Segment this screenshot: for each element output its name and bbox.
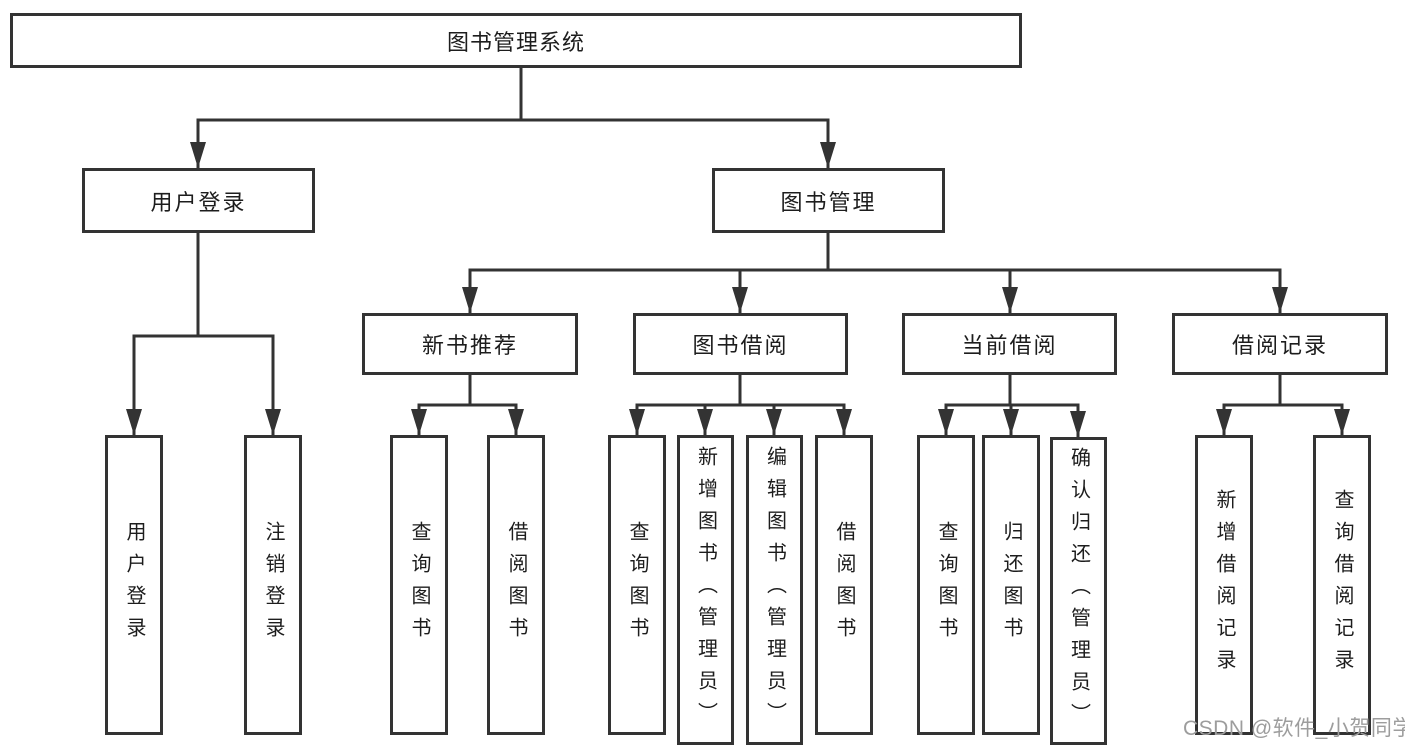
node-borrowing-records: 借阅记录 bbox=[1172, 313, 1388, 375]
connector-group-user-login bbox=[126, 233, 281, 435]
leaf-confirm-return-admin: 确认归还（管理员） bbox=[1050, 437, 1107, 745]
leaf-label: 确认归还（管理员） bbox=[1067, 447, 1090, 735]
leaf-query-books-borrowing: 查询图书 bbox=[608, 435, 666, 735]
leaf-label: 借阅图书 bbox=[505, 521, 527, 649]
leaf-label: 注销登录 bbox=[262, 521, 284, 649]
leaf-borrow-books-recommend: 借阅图书 bbox=[487, 435, 545, 735]
leaf-query-books-current: 查询图书 bbox=[917, 435, 975, 735]
leaf-label: 归还图书 bbox=[1000, 521, 1022, 649]
connector-group-current-borrow bbox=[938, 375, 1086, 437]
node-book-borrowing: 图书借阅 bbox=[633, 313, 848, 375]
node-label: 图书管理系统 bbox=[446, 29, 585, 55]
leaf-add-borrow-record: 新增借阅记录 bbox=[1195, 435, 1253, 735]
leaf-label: 查询图书 bbox=[408, 521, 430, 649]
connector-group-root bbox=[190, 68, 836, 168]
leaf-label: 查询图书 bbox=[626, 521, 648, 649]
node-library-management-system: 图书管理系统 bbox=[10, 13, 1022, 68]
leaf-label: 新增借阅记录 bbox=[1213, 489, 1235, 681]
leaf-label: 新增图书（管理员） bbox=[694, 446, 717, 734]
connector-group-book-borrow bbox=[629, 375, 852, 435]
node-current-borrowing: 当前借阅 bbox=[902, 313, 1117, 375]
leaf-edit-book-admin: 编辑图书（管理员） bbox=[746, 435, 803, 745]
node-book-management-branch: 图书管理 bbox=[712, 168, 945, 233]
csdn-watermark: CSDN @软件_小贺同学 bbox=[1183, 717, 1405, 740]
connector-group-new-book bbox=[411, 375, 524, 435]
node-user-login-branch: 用户登录 bbox=[82, 168, 315, 233]
connector-group-book-management bbox=[462, 233, 1288, 313]
leaf-borrow-books-borrowing: 借阅图书 bbox=[815, 435, 873, 735]
leaf-logout: 注销登录 bbox=[244, 435, 302, 735]
leaf-label: 编辑图书（管理员） bbox=[763, 446, 786, 734]
leaf-label: 查询借阅记录 bbox=[1331, 489, 1353, 681]
node-label: 用户登录 bbox=[150, 189, 247, 215]
leaf-return-books: 归还图书 bbox=[982, 435, 1040, 735]
node-label: 新书推荐 bbox=[421, 333, 518, 358]
leaf-label: 查询图书 bbox=[935, 521, 957, 649]
leaf-query-books-recommend: 查询图书 bbox=[390, 435, 448, 735]
connector-group-borrow-records bbox=[1216, 375, 1350, 435]
node-new-book-recommendation: 新书推荐 bbox=[362, 313, 578, 375]
leaf-user-login: 用户登录 bbox=[105, 435, 163, 735]
node-label: 图书管理 bbox=[780, 189, 877, 215]
node-label: 借阅记录 bbox=[1231, 333, 1328, 358]
leaf-add-book-admin: 新增图书（管理员） bbox=[677, 435, 734, 745]
node-label: 当前借阅 bbox=[961, 333, 1058, 358]
leaf-label: 用户登录 bbox=[123, 521, 145, 649]
node-label: 图书借阅 bbox=[692, 333, 789, 358]
leaf-label: 借阅图书 bbox=[833, 521, 855, 649]
leaf-query-borrow-record: 查询借阅记录 bbox=[1313, 435, 1371, 735]
